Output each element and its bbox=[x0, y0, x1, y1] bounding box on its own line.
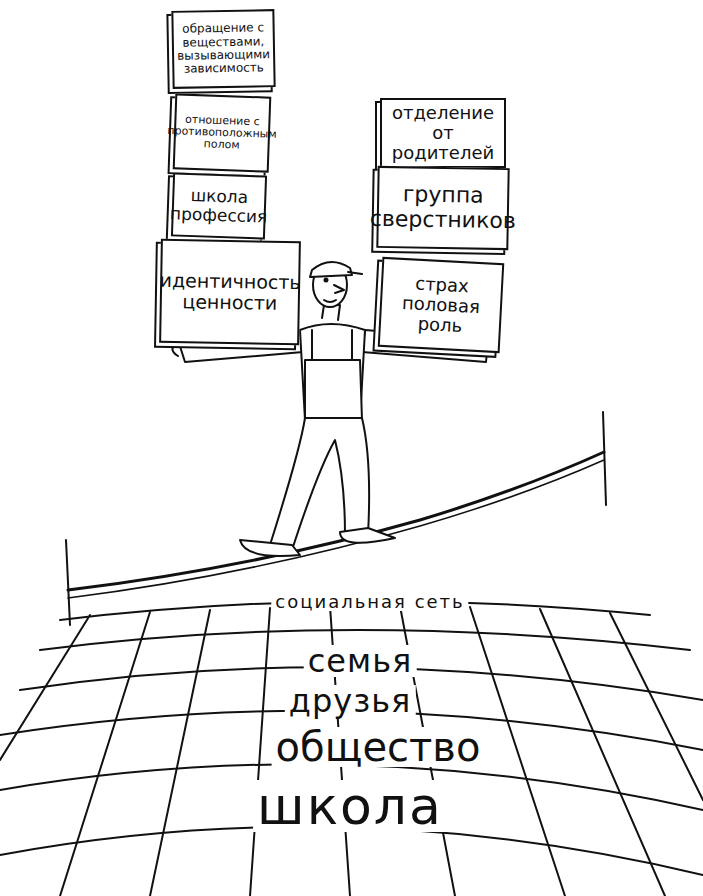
topic-text: отношение с противоположным полом bbox=[167, 113, 278, 154]
topic-text: страх bbox=[415, 273, 469, 296]
topic-box: обращение с веществами, вызывающими зави… bbox=[171, 9, 275, 89]
safety-net bbox=[0, 601, 703, 896]
topic-text: отделение от родителей bbox=[386, 103, 500, 163]
net-label: семья bbox=[304, 645, 417, 677]
net-title: социальная сеть bbox=[271, 593, 468, 611]
topic-box: страхполовая роль bbox=[378, 257, 505, 353]
topic-box: отношение с противоположным полом bbox=[173, 93, 272, 172]
topic-box: школапрофессия bbox=[171, 172, 267, 239]
net-label: общество bbox=[272, 727, 485, 767]
net-label: друзья bbox=[285, 685, 416, 717]
topic-text: профессия bbox=[170, 204, 268, 226]
topic-text: идентичность bbox=[160, 270, 301, 294]
topic-text: школа bbox=[190, 186, 248, 207]
topic-box: идентичностьценности bbox=[159, 239, 301, 345]
topic-box: группа сверстников bbox=[376, 166, 509, 250]
tightrope bbox=[66, 412, 606, 625]
topic-box: отделение от родителей bbox=[380, 98, 506, 168]
topic-text: ценности bbox=[182, 291, 277, 314]
net-label: школа bbox=[253, 780, 447, 832]
topic-text: группа сверстников bbox=[370, 182, 517, 234]
topic-text: половая роль bbox=[384, 292, 496, 338]
topic-text: обращение с веществами, вызывающими зави… bbox=[177, 21, 271, 76]
